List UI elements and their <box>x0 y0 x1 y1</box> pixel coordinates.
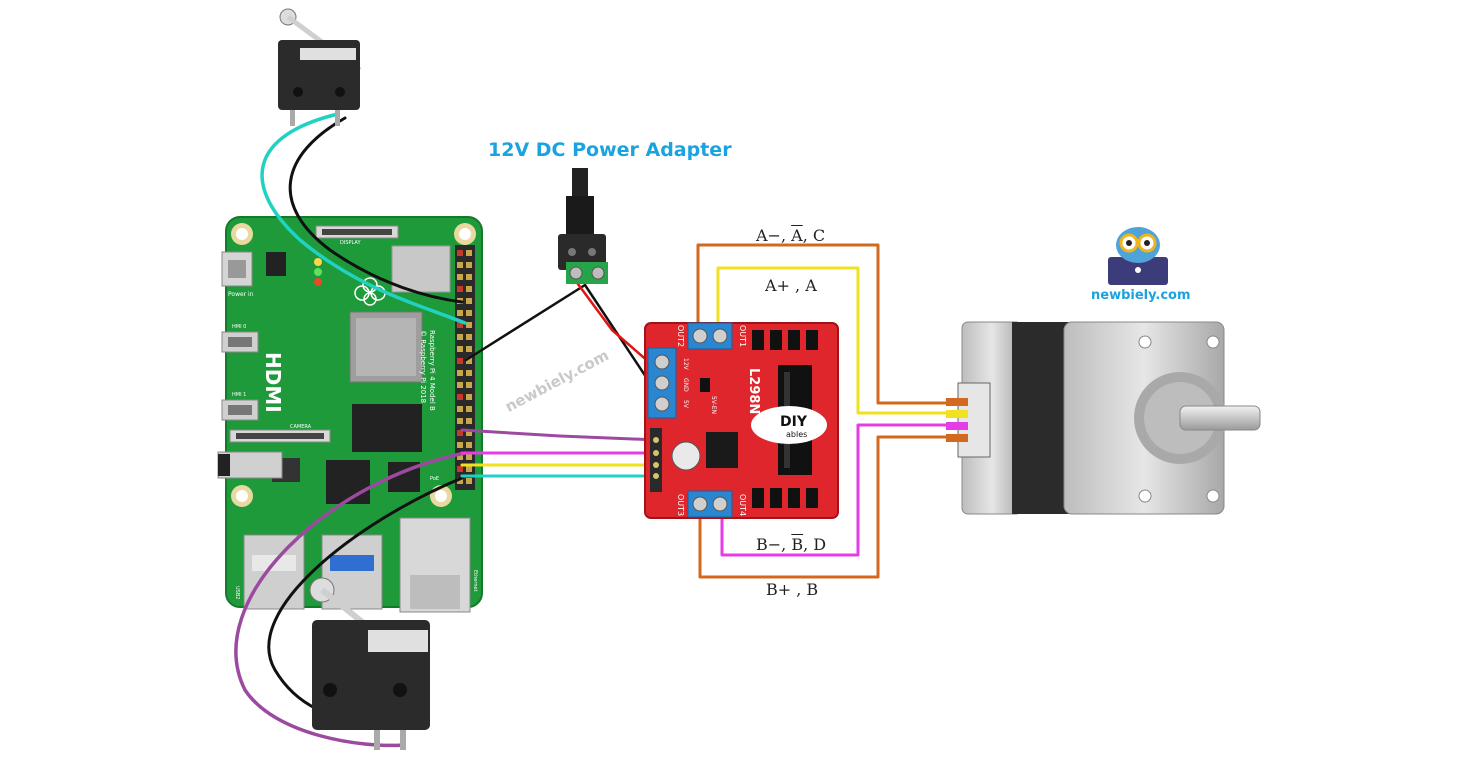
limit-switch-bottom <box>309 577 430 750</box>
gpio-pin <box>466 418 472 424</box>
wire-orange-b-plus <box>698 435 952 579</box>
gpio-pin <box>466 370 472 376</box>
wire-yellow-a-plus <box>716 266 952 415</box>
driver-out2-label: OUT2 <box>676 325 685 347</box>
raspberry-logo <box>354 277 386 306</box>
label-b-plus: B+ , B <box>766 580 819 599</box>
wire-magenta-b-minus <box>720 423 952 557</box>
gpio-pin <box>466 346 472 352</box>
gpio-pin <box>457 478 463 484</box>
l298n-driver-board: L298N DIY ables OUT1 OUT2 OUT3 OUT4 12V … <box>644 322 839 519</box>
gpio-pin <box>457 358 463 364</box>
raspberry-pi-board: HDMI Raspberry Pi 4 Model B © Raspberry … <box>217 216 483 613</box>
gpio-pin <box>457 286 463 292</box>
label-a-minus: A−, A, C <box>756 226 825 245</box>
gpio-pin <box>457 262 463 268</box>
label-b-minus-bar: B <box>791 535 804 554</box>
gpio-pin <box>457 370 463 376</box>
wire-red-12v <box>573 278 652 365</box>
gpio-pin <box>457 274 463 280</box>
limit-switch-top <box>278 8 362 126</box>
gpio-pin <box>457 430 463 436</box>
pi-display-text: DISPLAY <box>340 240 361 246</box>
driver-pin-gnd: GND <box>682 378 689 392</box>
driver-out3-label: OUT3 <box>676 494 685 516</box>
gpio-pin <box>466 478 472 484</box>
pi-poe-text: PoE <box>430 476 439 482</box>
gpio-pin <box>466 286 472 292</box>
driver-enable-label: 5V-EN <box>710 396 717 414</box>
gpio-pin <box>466 358 472 364</box>
driver-pin-5v: 5V <box>682 400 689 409</box>
gpio-pin <box>466 298 472 304</box>
dc-power-adapter <box>558 168 608 284</box>
gpio-pin <box>466 382 472 388</box>
wire-purple-bottom-switch <box>234 451 467 748</box>
gpio-pin <box>457 394 463 400</box>
gpio-pin <box>466 334 472 340</box>
gpio-pin <box>466 430 472 436</box>
gpio-pin <box>466 250 472 256</box>
label-a-minus-pre: A−, <box>756 226 792 245</box>
pi-usb2-text: USB2 <box>234 586 240 599</box>
driver-pin-12v: 12V <box>682 358 689 371</box>
wire-purple-in1 <box>460 428 660 442</box>
gpio-pin <box>466 310 472 316</box>
gpio-pin <box>457 322 463 328</box>
label-a-minus-bar: A <box>791 226 803 245</box>
gpio-pin <box>457 466 463 472</box>
pi-power-text: Power in <box>228 291 254 298</box>
gpio-pin <box>457 346 463 352</box>
pi-ethernet-text: Ethernet <box>472 570 478 592</box>
pi-model-text: Raspberry Pi 4 Model B <box>428 330 436 411</box>
label-b-minus-pre: B−, <box>756 535 792 554</box>
label-a-plus: A+ , A <box>765 276 817 295</box>
label-a-minus-post: , C <box>802 226 826 245</box>
pi-hdmi-text: HDMI <box>261 352 285 413</box>
gpio-pin <box>466 406 472 412</box>
driver-logo-diy: DIY <box>780 414 808 430</box>
gpio-pin <box>466 466 472 472</box>
gpio-pin <box>466 274 472 280</box>
wires <box>234 112 952 748</box>
gpio-pin <box>466 442 472 448</box>
gpio-pin <box>457 418 463 424</box>
gpio-pin <box>457 406 463 412</box>
stepper-motor <box>946 321 1261 515</box>
pi-hdmi0-text: HMI 0 <box>232 324 246 330</box>
driver-out1-label: OUT1 <box>738 325 747 347</box>
gpio-header <box>455 245 475 490</box>
gpio-pin <box>457 442 463 448</box>
gpio-pin <box>466 262 472 268</box>
gpio-pin <box>466 394 472 400</box>
pi-camera-text: CAMERA <box>290 424 312 430</box>
driver-chip-label: L298N <box>746 368 761 414</box>
wire-black-ground <box>464 283 652 385</box>
gpio-pin <box>457 250 463 256</box>
wire-orange-a-minus <box>696 243 952 405</box>
driver-out4-label: OUT4 <box>738 494 747 516</box>
gpio-pin <box>466 322 472 328</box>
driver-logo-ables: ables <box>786 430 807 439</box>
power-adapter-title: 12V DC Power Adapter <box>488 139 732 161</box>
brand-label: newbiely.com <box>1091 288 1191 303</box>
pi-copyright-text: © Raspberry Pi 2018 <box>419 330 427 403</box>
pi-hdmi1-text: HMI 1 <box>232 392 246 398</box>
wire-black-top-switch <box>288 116 464 304</box>
label-b-minus: B−, B, D <box>756 535 826 554</box>
owl-logo <box>1108 227 1168 285</box>
gpio-pin <box>457 382 463 388</box>
gpio-pin <box>457 454 463 460</box>
gpio-pin <box>457 310 463 316</box>
gpio-pin <box>466 454 472 460</box>
label-b-minus-post: , D <box>803 535 827 554</box>
gpio-pin <box>457 334 463 340</box>
wire-cyan-top-switch <box>260 112 467 325</box>
